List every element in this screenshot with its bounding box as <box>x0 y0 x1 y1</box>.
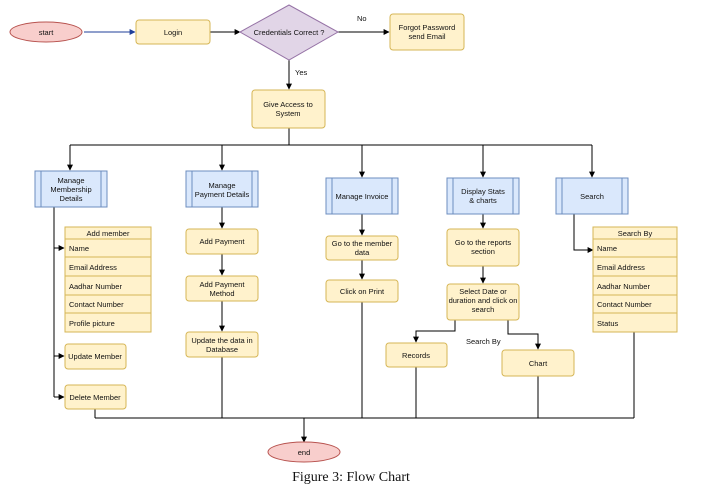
forgot-line-2: send Email <box>408 32 445 41</box>
add-member-field: Profile picture <box>69 319 115 328</box>
add-member-field: Aadhar Number <box>69 282 122 291</box>
login-label: Login <box>164 28 182 37</box>
forgot-line-1: Forgot Password <box>399 23 456 32</box>
goto-member-line-2: data <box>355 248 370 257</box>
invoice-module: Manage Invoice <box>325 177 399 215</box>
membership-line-1: Manage <box>57 176 84 185</box>
chart-box: Chart <box>501 349 575 377</box>
add-payment-method-box: Add Payment Method <box>185 275 259 302</box>
goto-reports-line-1: Go to the reports <box>455 238 512 247</box>
records-box: Records <box>385 342 448 368</box>
invoice-label: Manage Invoice <box>336 192 389 201</box>
search-by-header: Search By <box>618 229 653 238</box>
click-print-box: Click on Print <box>325 279 399 303</box>
click-print-label: Click on Print <box>340 287 385 296</box>
access-line-1: Give Access to <box>263 100 313 109</box>
edge-label-no: No <box>357 14 367 23</box>
membership-line-3: Details <box>60 194 83 203</box>
forgot-password-box: Forgot Password send Email <box>389 13 465 51</box>
figure-caption: Figure 3: Flow Chart <box>292 470 410 485</box>
goto-member-line-1: Go to the member <box>332 239 393 248</box>
goto-reports-line-2: section <box>471 247 495 256</box>
update-member-box: Update Member <box>64 343 127 370</box>
add-payment-box: Add Payment <box>185 228 259 255</box>
search-by-field: Email Address <box>597 263 645 272</box>
search-label: Search <box>580 192 604 201</box>
records-label: Records <box>402 351 430 360</box>
edge-select-records <box>413 320 456 343</box>
search-by-field: Name <box>597 244 617 253</box>
access-line-2: System <box>275 109 300 118</box>
update-db-line-1: Update the data in <box>191 336 252 345</box>
delete-member-box: Delete Member <box>64 384 127 410</box>
search-by-field: Status <box>597 319 619 328</box>
update-database-box: Update the data in Database <box>185 331 259 358</box>
credentials-label: Credentials Correct ? <box>254 28 325 37</box>
search-module: Search <box>555 177 629 215</box>
add-member-field: Email Address <box>69 263 117 272</box>
edge-select-chart <box>507 320 541 350</box>
end-label: end <box>298 448 311 457</box>
membership-line-2: Membership <box>50 185 91 194</box>
edge-label-search-by: Search By <box>466 337 501 346</box>
add-member-field: Name <box>69 244 89 253</box>
edge-search-searchby <box>573 214 594 253</box>
start-terminal: start <box>9 21 83 43</box>
stats-module: Display Stats & charts <box>446 177 520 215</box>
select-date-line-1: Select Date or <box>459 287 507 296</box>
goto-member-box: Go to the member data <box>325 235 399 261</box>
membership-module: Manage Membership Details <box>34 170 108 208</box>
add-method-line-1: Add Payment <box>199 280 245 289</box>
delete-member-label: Delete Member <box>69 393 121 402</box>
payment-module: Manage Payment Details <box>185 170 259 208</box>
give-access-box: Give Access to System <box>251 89 326 129</box>
add-method-line-2: Method <box>209 289 234 298</box>
payment-line-2: Payment Details <box>195 190 250 199</box>
search-by-list: Search By Name Email Address Aadhar Numb… <box>592 226 678 333</box>
start-label: start <box>39 28 55 37</box>
update-member-label: Update Member <box>68 352 122 361</box>
payment-line-1: Manage <box>208 181 235 190</box>
stats-line-2: & charts <box>469 196 497 205</box>
stats-line-1: Display Stats <box>461 187 505 196</box>
connectors <box>53 29 635 443</box>
edge-label-yes: Yes <box>295 68 307 77</box>
update-db-line-2: Database <box>206 345 238 354</box>
add-payment-label: Add Payment <box>199 237 245 246</box>
select-date-line-3: search <box>472 305 495 314</box>
select-date-box: Select Date or duration and click on sea… <box>446 283 520 321</box>
add-member-list: Add member Name Email Address Aadhar Num… <box>64 226 152 333</box>
search-by-field: Aadhar Number <box>597 282 650 291</box>
goto-reports-box: Go to the reports section <box>446 228 520 267</box>
login-box: Login <box>135 19 211 45</box>
end-terminal: end <box>267 441 341 463</box>
search-by-field: Contact Number <box>597 300 652 309</box>
add-member-header: Add member <box>87 229 130 238</box>
select-date-line-2: duration and click on <box>449 296 518 305</box>
credentials-decision: Credentials Correct ? <box>238 4 340 61</box>
chart-label: Chart <box>529 359 548 368</box>
add-member-field: Contact Number <box>69 300 124 309</box>
